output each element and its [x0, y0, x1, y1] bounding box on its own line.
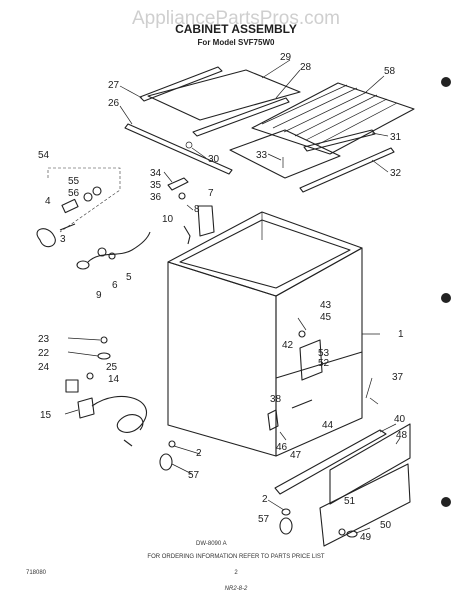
- callout-50: 50: [380, 520, 392, 531]
- diagram-subtitle: For Model SVF75W0: [198, 38, 275, 47]
- callout-52: 52: [318, 358, 330, 369]
- callout-26: 26: [108, 98, 120, 109]
- callout-33: 33: [256, 150, 268, 161]
- callout-34: 34: [150, 168, 162, 179]
- callout-36: 36: [150, 192, 162, 203]
- callout-22: 22: [38, 348, 50, 359]
- callout-labels: 27 29 28 58 26 30 31 33 32 54 55 56 4 3 …: [38, 52, 408, 543]
- callout-3: 3: [60, 234, 66, 245]
- callout-56: 56: [68, 188, 80, 199]
- callout-28: 28: [300, 62, 312, 73]
- lower-right-parts: [267, 397, 411, 547]
- callout-37: 37: [392, 372, 404, 383]
- callout-8: 8: [194, 204, 200, 215]
- callout-30: 30: [208, 154, 220, 165]
- callout-31: 31: [390, 132, 402, 143]
- callout-47: 47: [290, 450, 302, 461]
- callout-53: 53: [318, 348, 330, 359]
- callout-5: 5: [126, 272, 132, 283]
- footer-note: FOR ORDERING INFORMATION REFER TO PARTS …: [147, 554, 324, 560]
- punch-hole-top: [441, 77, 451, 87]
- callout-55: 55: [68, 176, 80, 187]
- callout-27: 27: [108, 80, 120, 91]
- callout-29: 29: [280, 52, 292, 63]
- page-number: 2: [234, 570, 238, 576]
- drain-hose-group: [36, 167, 151, 270]
- callout-35: 35: [150, 180, 162, 191]
- callout-40: 40: [394, 414, 406, 425]
- callout-45: 45: [320, 312, 332, 323]
- punch-hole-bottom: [441, 497, 451, 507]
- callout-32: 32: [390, 168, 402, 179]
- callout-57-lower: 57: [258, 514, 270, 525]
- bottom-left-code: 718080: [26, 570, 47, 576]
- callout-48: 48: [396, 430, 408, 441]
- callout-42: 42: [282, 340, 294, 351]
- callout-38: 38: [270, 394, 282, 405]
- callout-10: 10: [162, 214, 174, 225]
- handwritten-note: NR2-8-2: [225, 586, 248, 592]
- callout-23: 23: [38, 334, 50, 345]
- callout-7: 7: [208, 188, 214, 199]
- figure-code: DW-8090 A: [196, 541, 227, 547]
- small-hardware-top: [167, 177, 215, 245]
- diagram-title: CABINET ASSEMBLY: [175, 22, 297, 36]
- main-cabinet: [167, 211, 363, 457]
- callout-15: 15: [40, 410, 52, 421]
- punch-hole-middle: [441, 293, 451, 303]
- callout-54: 54: [38, 150, 50, 161]
- callout-14: 14: [108, 374, 120, 385]
- callout-1: 1: [398, 329, 404, 340]
- callout-2: 2: [196, 448, 202, 459]
- callout-4: 4: [45, 196, 51, 207]
- callout-43: 43: [320, 300, 332, 311]
- leader-lines: [64, 59, 401, 534]
- callout-49: 49: [360, 532, 372, 543]
- callout-44: 44: [322, 420, 334, 431]
- callout-9: 9: [96, 290, 102, 301]
- callout-25: 25: [106, 362, 118, 373]
- callout-24: 24: [38, 362, 50, 373]
- callout-2-lower: 2: [262, 494, 268, 505]
- callout-57: 57: [188, 470, 200, 481]
- watermark: AppliancePartsPros.com: [132, 8, 340, 29]
- callout-6: 6: [112, 280, 118, 291]
- top-panel-assembly: [124, 66, 415, 193]
- callout-51: 51: [344, 496, 356, 507]
- callout-46: 46: [276, 442, 288, 453]
- callout-58: 58: [384, 66, 396, 77]
- lower-left-parts: [65, 336, 293, 535]
